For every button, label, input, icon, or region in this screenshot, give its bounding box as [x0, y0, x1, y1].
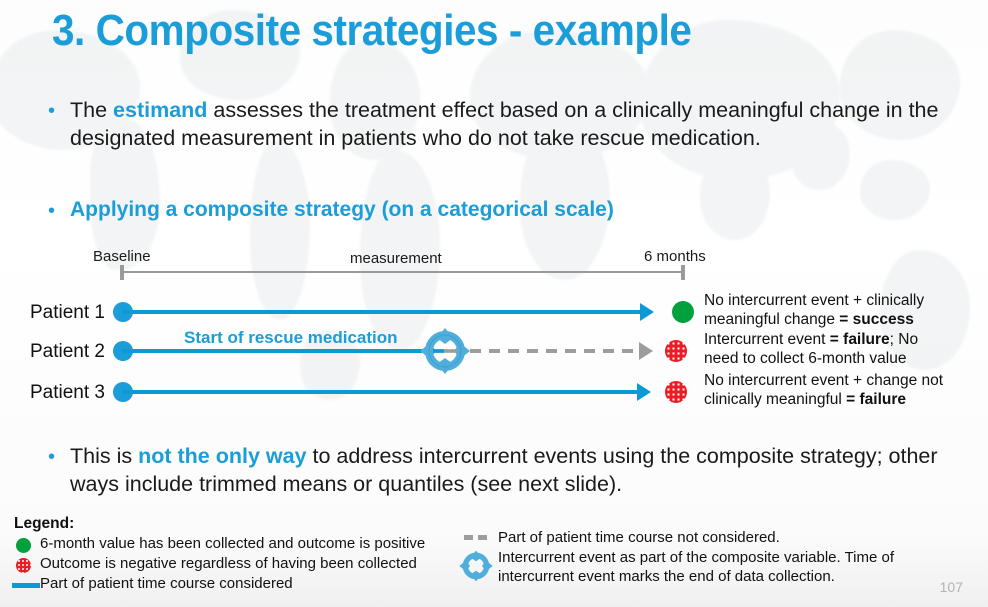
patient-2-label: Patient 2 — [30, 341, 105, 362]
patient-2-text-line1: Intercurrent event — [704, 331, 830, 348]
legend-item-considered: Part of patient time course considered — [40, 575, 293, 592]
patient-3-outcome-text: No intercurrent event + change not clini… — [704, 371, 943, 410]
patient-3-arrowhead-icon — [637, 383, 651, 401]
bullet3-post: to address intercurrent events using the… — [70, 444, 938, 497]
legend-item-positive: 6-month value has been collected and out… — [40, 535, 426, 552]
patient-2-arrowhead-icon — [639, 342, 653, 360]
bullet-not-only-way-text: This is not the only way to address inte… — [70, 442, 958, 499]
life-ring-icon — [420, 328, 470, 374]
legend-life-ring-icon — [459, 550, 493, 582]
patient-1-outcome-marker — [672, 301, 694, 323]
patient-3-text-line2-bold: = failure — [846, 391, 907, 409]
legend-gray-dashed-line-icon — [464, 535, 490, 540]
patient-1-text-line2-bold: = success — [839, 311, 914, 329]
bullet-dot-icon: • — [48, 446, 56, 468]
page-number: 107 — [939, 579, 963, 595]
patient-2-outcome-text: Intercurrent event = failure; No need to… — [704, 330, 918, 369]
axis-label-six-months: 6 months — [644, 248, 706, 265]
patient-2-text-line2: need to collect 6-month value — [704, 350, 907, 368]
axis-label-measurement: measurement — [350, 250, 442, 267]
legend-blue-line-icon — [12, 583, 40, 588]
axis-tick-six-months — [681, 265, 685, 280]
bullet-applying-text: Applying a composite strategy (on a cate… — [70, 198, 614, 221]
patient-1-timeline — [122, 310, 640, 314]
patient-2-text-line1-post: ; No — [889, 331, 919, 348]
patient-3-label: Patient 3 — [30, 382, 105, 403]
patient-1-text-line2: meaningful change — [704, 311, 840, 329]
patient-1-text-line1: No intercurrent event + clinically — [704, 292, 925, 309]
patient-1-outcome-text: No intercurrent event + clinically meani… — [704, 291, 924, 330]
legend-green-circle-icon — [16, 538, 31, 553]
patient-2-outcome-marker — [665, 340, 687, 362]
legend-item-intercurrent-line2: intercurrent event marks the end of data… — [498, 568, 835, 585]
axis-label-baseline: Baseline — [93, 248, 151, 265]
legend-title: Legend: — [14, 515, 75, 532]
bullet-applying-composite: • Applying a composite strategy (on a ca… — [48, 196, 948, 224]
patient-3-timeline — [122, 390, 637, 394]
bullet-estimand: • The estimand assesses the treatment ef… — [48, 96, 948, 153]
patient-timeline-diagram: Baseline measurement 6 months Patient 1 … — [0, 240, 988, 415]
axis-tick-baseline — [120, 265, 124, 280]
bullet1-highlight: estimand — [113, 98, 208, 122]
patient-2-timeline-solid — [122, 349, 422, 353]
patient-1-label: Patient 1 — [30, 302, 105, 323]
patient-2-text-line1-bold: = failure — [829, 331, 890, 348]
page-title: 3. Composite strategies - example — [52, 6, 692, 55]
bullet-dot-icon: • — [48, 200, 56, 222]
bullet1-pre: The — [70, 98, 114, 122]
legend: Legend: 6-month value has been collected… — [0, 505, 988, 607]
bullet-dot-icon: • — [48, 100, 56, 122]
axis-line — [122, 271, 684, 273]
bullet-estimand-text: The estimand assesses the treatment effe… — [70, 96, 948, 153]
patient-2-timeline-dashed — [470, 349, 638, 353]
bullet3-pre: This is — [70, 444, 139, 468]
patient-3-text-line1: No intercurrent event + change not — [704, 372, 944, 389]
patient-3-text-line2: clinically meaningful — [704, 391, 847, 409]
patient-3-outcome-marker — [665, 381, 687, 403]
bullet3-highlight: not the only way — [138, 444, 307, 468]
legend-item-not-considered: Part of patient time course not consider… — [498, 529, 780, 546]
rescue-medication-label: Start of rescue medication — [184, 328, 398, 347]
bullet1-post: assesses the treatment effect based on a… — [70, 98, 939, 151]
patient-1-arrowhead-icon — [640, 303, 654, 321]
bullet-not-only-way: • This is not the only way to address in… — [48, 442, 958, 499]
legend-item-negative: Outcome is negative regardless of having… — [40, 555, 417, 572]
legend-red-dotted-circle-icon — [16, 558, 31, 573]
legend-item-intercurrent-line1: Intercurrent event as part of the compos… — [498, 549, 895, 566]
